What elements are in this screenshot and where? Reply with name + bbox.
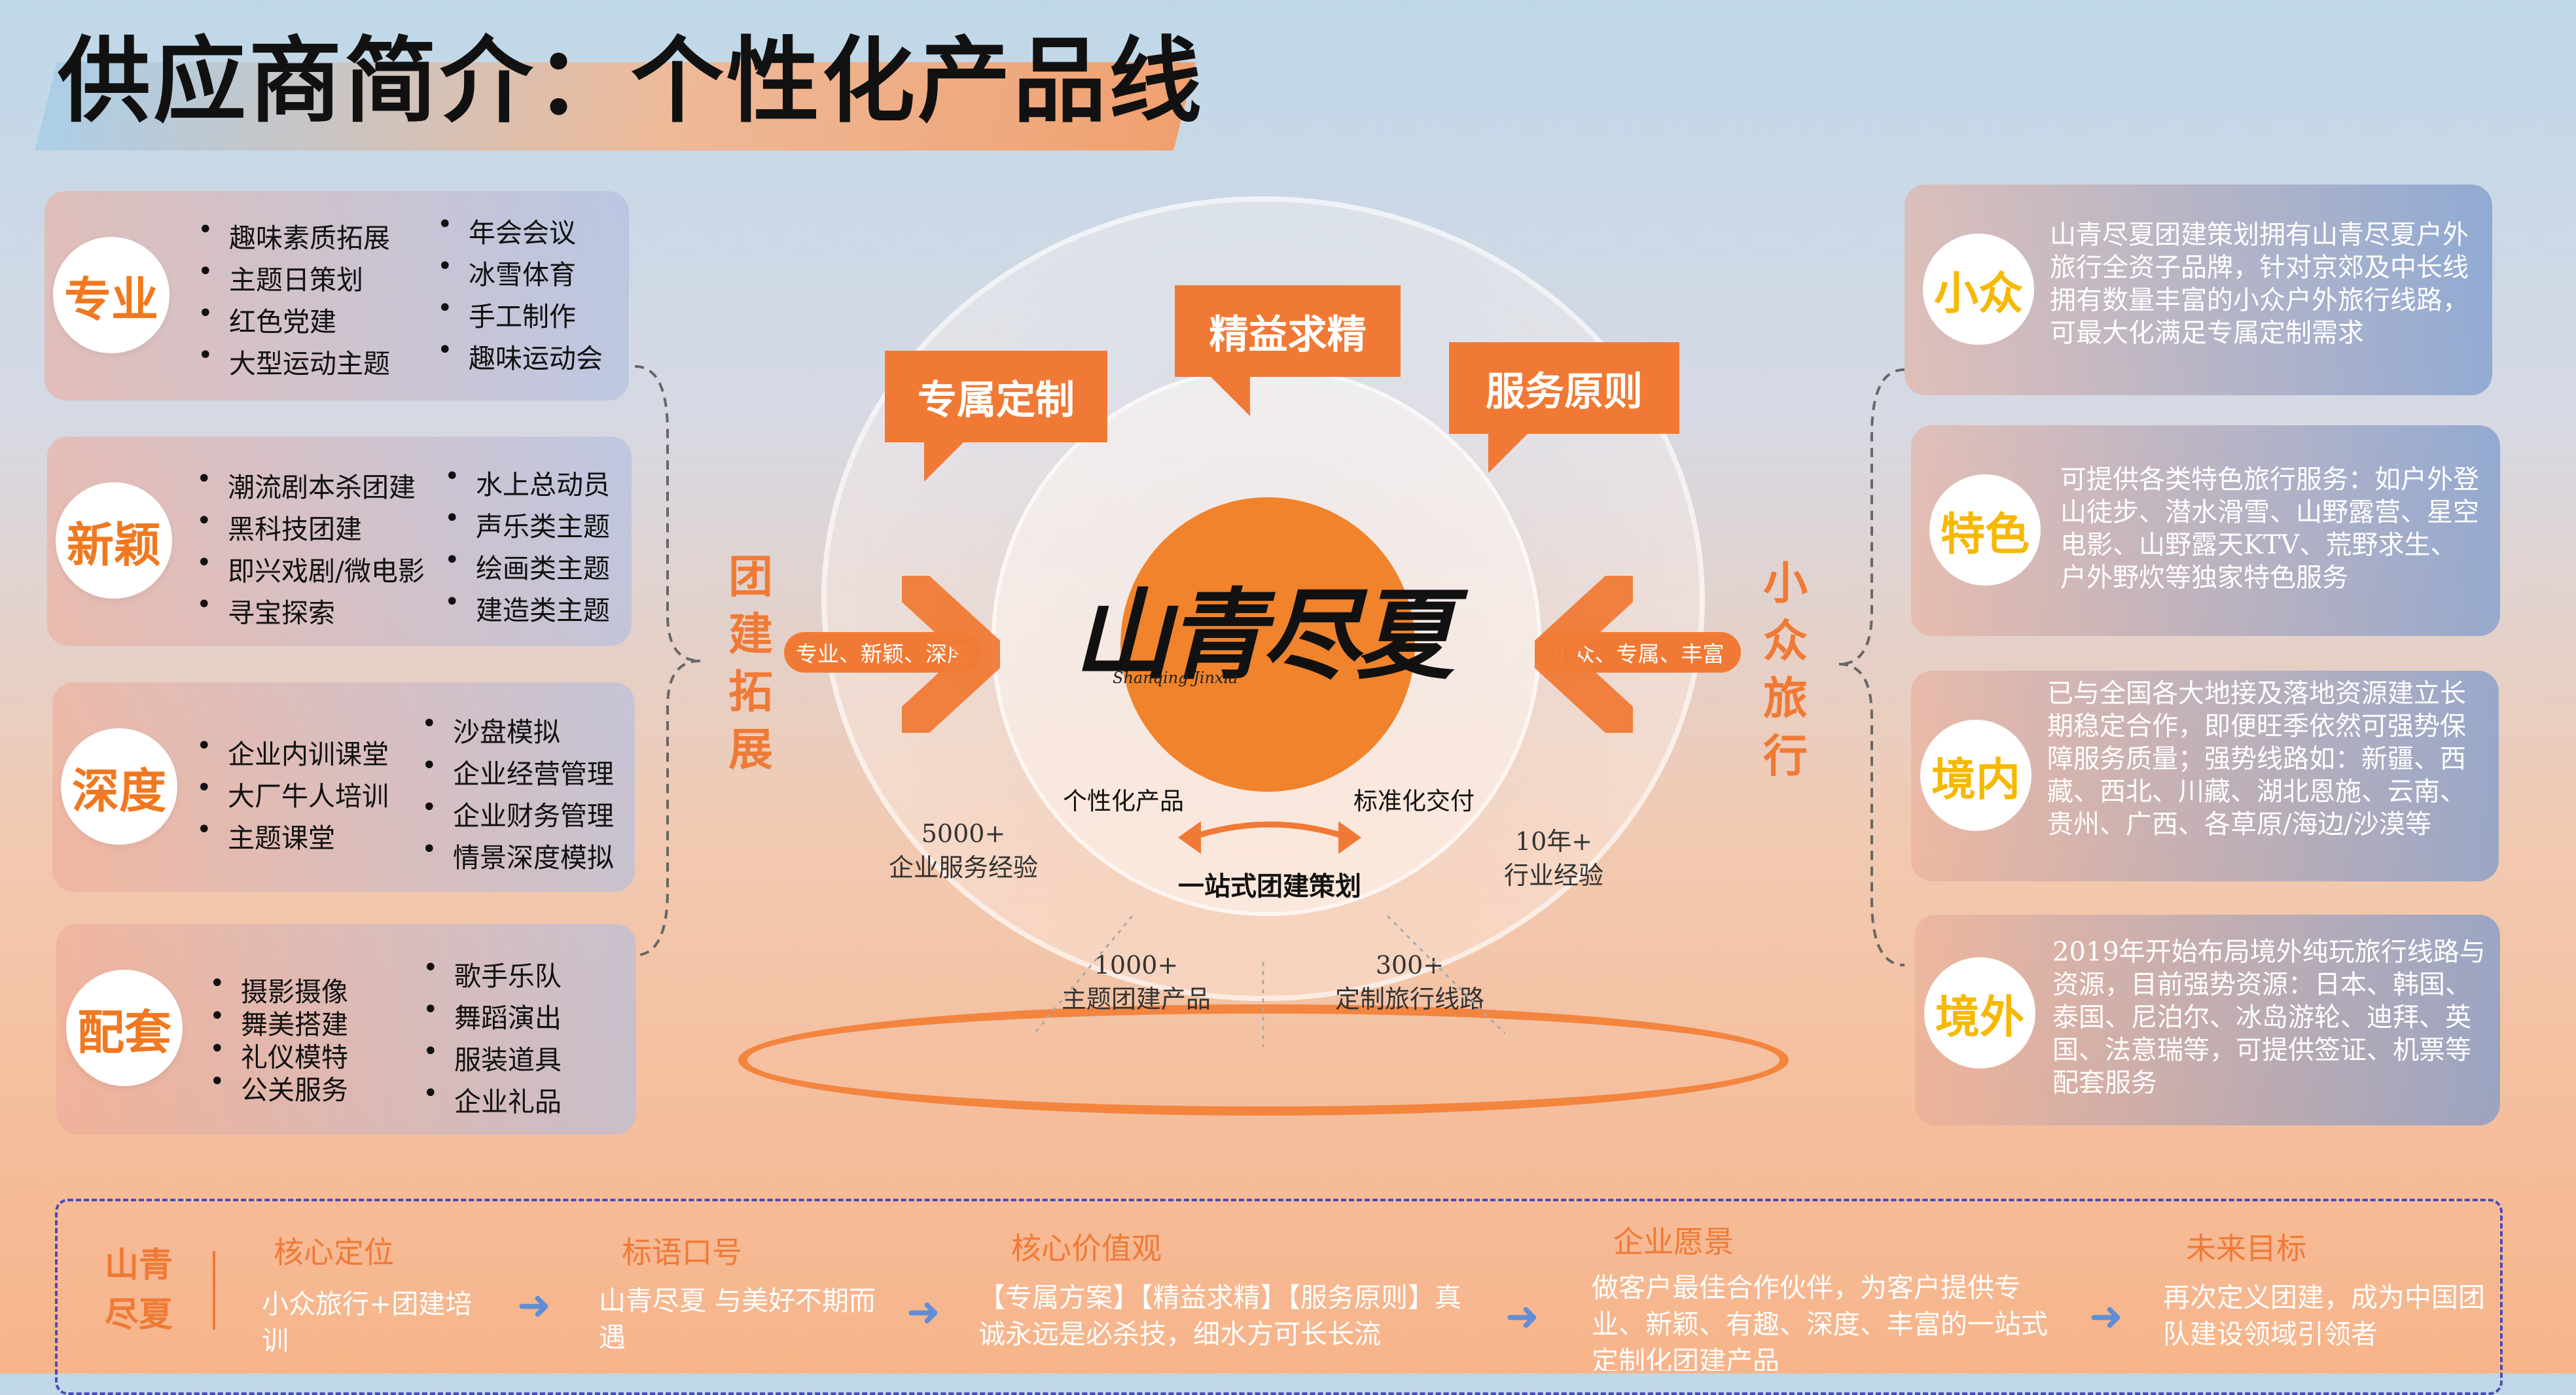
feature-text: 2019年开始布局境外纯玩旅行线路与资源，目前强势资源：日本、韩国、泰国、尼泊尔…	[2052, 937, 2486, 1098]
bubble-excellence: 精益求精	[1175, 285, 1401, 416]
stat-years: 10年+ 行业经验	[1504, 824, 1603, 892]
list-item: 绘画类主题	[444, 545, 610, 586]
stat-label: 企业服务经验	[889, 853, 1039, 882]
column-head-slogan: 标语口号	[622, 1235, 742, 1270]
category-card-peitao: 配套 摄影摄像 舞美搭建 礼仪模特 公关服务 歌手乐队 舞蹈演出 服装道具 企业…	[56, 924, 636, 1135]
stat-value: 1000+	[1094, 951, 1179, 980]
feature-card-jingnei: 境内 已与全国各大地接及落地资源建立长期稳定合作，即便旺季依然可强势保障服务质量…	[1911, 671, 2499, 881]
feature-text: 可提供各类特色旅行服务：如户外登山徒步、潜水滑雪、山野露营、星空电影、山野露天K…	[2060, 465, 2479, 593]
list-item: 公关服务	[209, 1067, 348, 1107]
column-text-values: 【专属方案】【精益求精】【服务原则】真诚永远是必杀技，细水方可长长流	[978, 1282, 1461, 1350]
list-item: 服装道具	[423, 1036, 562, 1077]
vertical-label-travel: 小众旅行	[1762, 557, 1808, 783]
column-head-vision: 企业愿景	[1613, 1224, 1734, 1260]
category-card-xinying: 新颖 潮流剧本杀团建 黑科技团建 即兴戏剧/微电影 寻宝探索 水上总动员 声乐类…	[47, 436, 632, 646]
list-item: 趣味运动会	[437, 335, 603, 376]
list-item: 即兴戏剧/微电影	[196, 548, 425, 588]
stat-products: 1000+ 主题团建产品	[1062, 948, 1211, 1016]
brand-logo-subtitle: Shanqing Jinxia	[1113, 669, 1238, 687]
stat-label: 主题团建产品	[1062, 985, 1211, 1014]
category-label: 新颖	[56, 482, 172, 599]
list-item: 年会会议	[437, 209, 576, 250]
list-item: 舞蹈演出	[423, 995, 562, 1035]
list-item: 声乐类主题	[444, 503, 610, 544]
label-standardized: 标准化交付	[1353, 787, 1475, 815]
feature-text: 山青尽夏团建策划拥有山青尽夏户外旅行全资子品牌，针对京郊及中长线拥有数量丰富的小…	[2050, 220, 2469, 348]
stat-label: 定制旅行线路	[1335, 985, 1485, 1014]
stat-clients: 5000+ 企业服务经验	[889, 817, 1038, 885]
list-item: 黑科技团建	[196, 506, 362, 546]
arrow-right-icon: ➜	[1505, 1292, 1539, 1340]
column-text-goal: 再次定义团建，成为中国团队建设领域引领者	[2163, 1282, 2485, 1350]
list-item: 红色党建	[198, 298, 336, 339]
stat-value: 10年+	[1514, 827, 1593, 856]
bubble-custom: 专属定制	[885, 351, 1107, 482]
column-text-slogan: 山青尽夏 与美好不期而遇	[599, 1285, 876, 1353]
list-item: 趣味素质拓展	[198, 215, 390, 255]
double-arrow-icon	[1178, 821, 1361, 854]
divider-lines	[1033, 915, 1507, 1047]
list-item: 企业内训课堂	[196, 731, 389, 771]
list-item: 水上总动员	[444, 461, 610, 502]
logo-sun	[1120, 497, 1415, 792]
category-label: 深度	[61, 728, 177, 845]
list-item: 企业经营管理	[421, 750, 614, 791]
category-label: 专业	[53, 237, 170, 353]
page-title: 供应商简介：个性化产品线	[58, 27, 1204, 135]
stat-routes: 300+ 定制旅行线路	[1335, 948, 1484, 1016]
feature-label: 境内	[1920, 720, 2031, 831]
feature-label: 特色	[1929, 474, 2041, 586]
band-brand: 山青尽夏	[104, 1245, 173, 1335]
list-item: 情景深度模拟	[421, 834, 614, 875]
category-label: 配套	[66, 970, 183, 1086]
column-text-positioning: 小众旅行+团建培训	[262, 1288, 473, 1356]
list-item: 大型运动主题	[198, 340, 390, 381]
stat-label: 行业经验	[1504, 861, 1604, 890]
feature-label: 境外	[1924, 957, 2035, 1068]
stat-value: 300+	[1375, 951, 1444, 980]
feature-card-xiaozhong: 小众 山青尽夏团建策划拥有山青尽夏户外旅行全资子品牌，针对京郊及中长线拥有数量丰…	[1905, 185, 2492, 395]
list-item: 主题日策划	[198, 256, 363, 297]
list-item: 潮流剧本杀团建	[196, 464, 416, 504]
list-item: 企业财务管理	[421, 792, 614, 833]
arrow-right-icon: ➜	[2089, 1292, 2123, 1340]
category-card-zhuanye: 专业 趣味素质拓展 主题日策划 红色党建 大型运动主题 年会会议 冰雪体育 手工…	[45, 191, 629, 400]
chevron-right-icon	[902, 576, 1000, 733]
category-card-shendu: 深度 企业内训课堂 大厂牛人培训 主题课堂 沙盘模拟 企业经营管理 企业财务管理…	[52, 682, 635, 892]
arrow-right-icon: ➜	[906, 1288, 940, 1335]
feature-label: 小众	[1923, 234, 2034, 345]
list-item: 寻宝探索	[196, 590, 335, 630]
connector-lines-right	[1838, 368, 1905, 966]
feature-card-tese: 特色 可提供各类特色旅行服务：如户外登山徒步、潜水滑雪、山野露营、星空电影、山野…	[1911, 425, 2500, 636]
connector-lines	[634, 365, 701, 957]
list-item: 主题课堂	[196, 815, 335, 855]
column-head-values: 核心价值观	[1011, 1231, 1162, 1266]
column-head-positioning: 核心定位	[274, 1235, 394, 1270]
band-divider	[213, 1251, 215, 1330]
list-item: 手工制作	[437, 293, 576, 334]
stat-value: 5000+	[921, 819, 1006, 848]
list-item: 沙盘模拟	[421, 709, 560, 749]
list-item: 企业礼品	[423, 1078, 562, 1119]
list-item: 大厂牛人培训	[196, 773, 389, 813]
chevron-left-icon	[1535, 576, 1633, 733]
list-item: 建造类主题	[444, 587, 610, 627]
column-head-goal: 未来目标	[2186, 1231, 2306, 1266]
list-item: 冰雪体育	[437, 251, 576, 292]
bubble-service: 服务原则	[1449, 342, 1679, 473]
core-label: 一站式团建策划	[1178, 871, 1361, 902]
arrow-right-icon: ➜	[517, 1281, 551, 1329]
column-text-vision: 做客户最佳合作伙伴，为客户提供专业、新颖、有趣、深度、丰富的一站式定制化团建产品	[1592, 1272, 2048, 1371]
feature-card-jingwai: 境外 2019年开始布局境外纯玩旅行线路与资源，目前强势资源：日本、韩国、泰国、…	[1915, 915, 2500, 1125]
feature-text: 已与全国各大地接及落地资源建立长期稳定合作，即便旺季依然可强势保障服务质量；强势…	[2047, 679, 2466, 839]
vertical-label-teambuilding: 团建拓展	[728, 551, 773, 776]
label-personalized: 个性化产品	[1063, 787, 1184, 815]
list-item: 歌手乐队	[423, 953, 562, 993]
brand-logo: 山青尽夏	[1073, 578, 1454, 693]
